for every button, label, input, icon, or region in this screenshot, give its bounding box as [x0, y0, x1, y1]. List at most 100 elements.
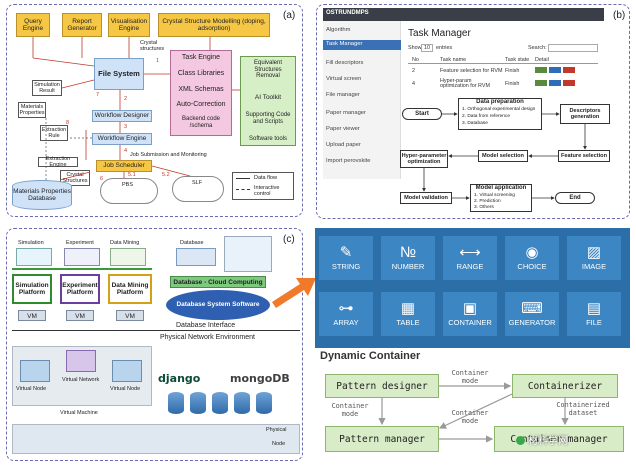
query-engine: Query Engine — [16, 13, 50, 37]
flow-start: Start — [402, 108, 442, 120]
vm-3: VM — [116, 310, 144, 321]
db-disk-4 — [234, 392, 250, 414]
flow-data-prep-title: Data preparation — [476, 99, 524, 105]
tile-range[interactable]: ⟷RANGE — [443, 236, 497, 280]
flow-hyper: Hyper-parameter optimization — [400, 150, 448, 168]
num-5-2: 5.2 — [162, 172, 170, 178]
tile-label: GENERATOR — [508, 318, 556, 327]
dynamic-container-title: Dynamic Container — [320, 350, 421, 362]
xml-schemas: XML Schemas — [178, 86, 224, 93]
container-manager: Container manager — [494, 426, 624, 452]
sidebar-item-file-manager[interactable]: File manager — [326, 92, 360, 98]
network-env: Physical Network Environment — [160, 334, 255, 341]
row-1-name: Feature selection for RVM — [440, 68, 503, 74]
tile-container[interactable]: ▣CONTAINER — [443, 292, 497, 336]
cloud-computing: Database - Cloud Computing — [170, 276, 266, 288]
db-disk-3 — [212, 392, 228, 414]
panel-a-label: (a) — [283, 10, 296, 21]
virtual-machine-label: Virtual Machine — [60, 410, 98, 416]
mode-left: Container mode — [331, 402, 369, 418]
row-2-name: Hyper-param optimization for RVM — [440, 78, 490, 90]
tile-image[interactable]: ▨IMAGE — [567, 236, 621, 280]
tile-file[interactable]: ▤FILE — [567, 292, 621, 336]
array-icon: ⊶ — [338, 300, 354, 317]
db-software: Database System Software — [166, 290, 270, 320]
sidebar-item-import-perovskite[interactable]: Import perovskite — [326, 158, 371, 164]
table-header — [408, 55, 598, 64]
properties-database: Materials Properties Database — [12, 180, 72, 210]
sidebar-item-upload-paper[interactable]: Upload paper — [326, 142, 361, 148]
tile-choice[interactable]: ◉CHOICE — [505, 236, 559, 280]
vm-2: VM — [66, 310, 94, 321]
materials-properties: Materials Properties — [18, 102, 46, 118]
num-8: 8 — [66, 120, 70, 126]
pattern-designer: Pattern designer — [325, 374, 439, 398]
search-label: Search: — [528, 45, 547, 51]
entries-select[interactable]: 10 — [421, 44, 433, 52]
tile-label: TABLE — [396, 318, 420, 327]
flow-feature-selection: Feature selection — [558, 150, 610, 162]
search-input[interactable] — [548, 44, 598, 52]
legend-box — [232, 172, 294, 200]
row-1-detail-button[interactable] — [535, 67, 547, 73]
db-disk-2 — [190, 392, 206, 414]
numero-icon: № — [399, 244, 417, 261]
sidebar-item-paper-viewer[interactable]: Paper viewer — [326, 126, 360, 132]
col-no: No — [412, 57, 419, 63]
backend-group — [170, 50, 232, 136]
row-1-delete-button[interactable] — [563, 67, 575, 73]
tile-string[interactable]: ✎STRING — [319, 236, 373, 280]
row-2-edit-button[interactable] — [549, 80, 561, 86]
file-system: File System — [94, 58, 144, 90]
flow-model-selection: Model selection — [478, 150, 528, 162]
db-disk-5 — [256, 392, 272, 414]
virtual-node-label-2: Virtual Node — [110, 386, 141, 392]
experiment-icon — [64, 248, 100, 266]
num-5-1: 5.1 — [128, 172, 136, 178]
tile-generator[interactable]: ⌨GENERATOR — [505, 292, 559, 336]
mode-mid: Container mode — [451, 409, 489, 425]
row-2-detail-button[interactable] — [535, 80, 547, 86]
app-logo: OSTRUNDMPS — [326, 10, 369, 16]
node-label: Node — [272, 441, 286, 447]
class-libraries: Class Libraries — [177, 70, 225, 77]
equivalent-structures: Equivalent Structures Removal — [253, 60, 283, 80]
flow-data-prep-item-2: 2. Data from reference — [462, 114, 510, 119]
sidebar-item-algorithm[interactable]: Algorithm — [326, 27, 351, 33]
workflow-designer: Workflow Designer — [92, 110, 152, 122]
job-submission: Job Submission and Monitoring — [130, 152, 207, 158]
simulation-label: Simulation — [18, 240, 44, 246]
tile-array[interactable]: ⊶ARRAY — [319, 292, 373, 336]
tile-table[interactable]: ▦TABLE — [381, 292, 435, 336]
sidebar-item-paper-manager[interactable]: Paper manager — [326, 110, 366, 116]
data-mining-icon — [110, 248, 146, 266]
workflow-engine: Workflow Engine — [92, 133, 152, 145]
legend-solid-line — [236, 178, 250, 179]
tile-label: IMAGE — [581, 262, 607, 271]
row-1-edit-button[interactable] — [549, 67, 561, 73]
num-1: 1 — [156, 58, 160, 64]
flow-app-item-3: 3. Others — [474, 205, 494, 210]
crystal-structures-label-1: Crystal structures — [140, 40, 165, 53]
software-tools-label: Software tools — [248, 136, 288, 142]
flow-descriptors: Descriptors generation — [560, 104, 610, 124]
supporting-code: Supporting Code and Scripts — [245, 112, 291, 125]
virtual-network-label: Virtual Network — [62, 377, 100, 383]
sidebar-item-task-manager[interactable]: Task Manager — [326, 41, 363, 47]
tile-label: CHOICE — [517, 262, 547, 271]
flow-model-application-title: Model application — [475, 185, 527, 191]
wechat-icon — [516, 436, 525, 445]
table-icon: ▦ — [400, 300, 416, 317]
app-header — [323, 8, 604, 21]
row-2-delete-button[interactable] — [563, 80, 575, 86]
job-scheduler: Job Scheduler — [96, 160, 152, 172]
panel-c-frame — [6, 228, 303, 461]
pencil-icon: ✎ — [339, 244, 353, 261]
sidebar-item-fill-descriptors[interactable]: Fill descriptors — [326, 60, 364, 66]
num-4: 4 — [124, 148, 128, 154]
visualisation-engine: Visualisation Engine — [108, 13, 150, 37]
sidebar-item-active-bg — [323, 40, 401, 50]
sidebar-item-virtual-screen[interactable]: Virtual screen — [326, 76, 362, 82]
